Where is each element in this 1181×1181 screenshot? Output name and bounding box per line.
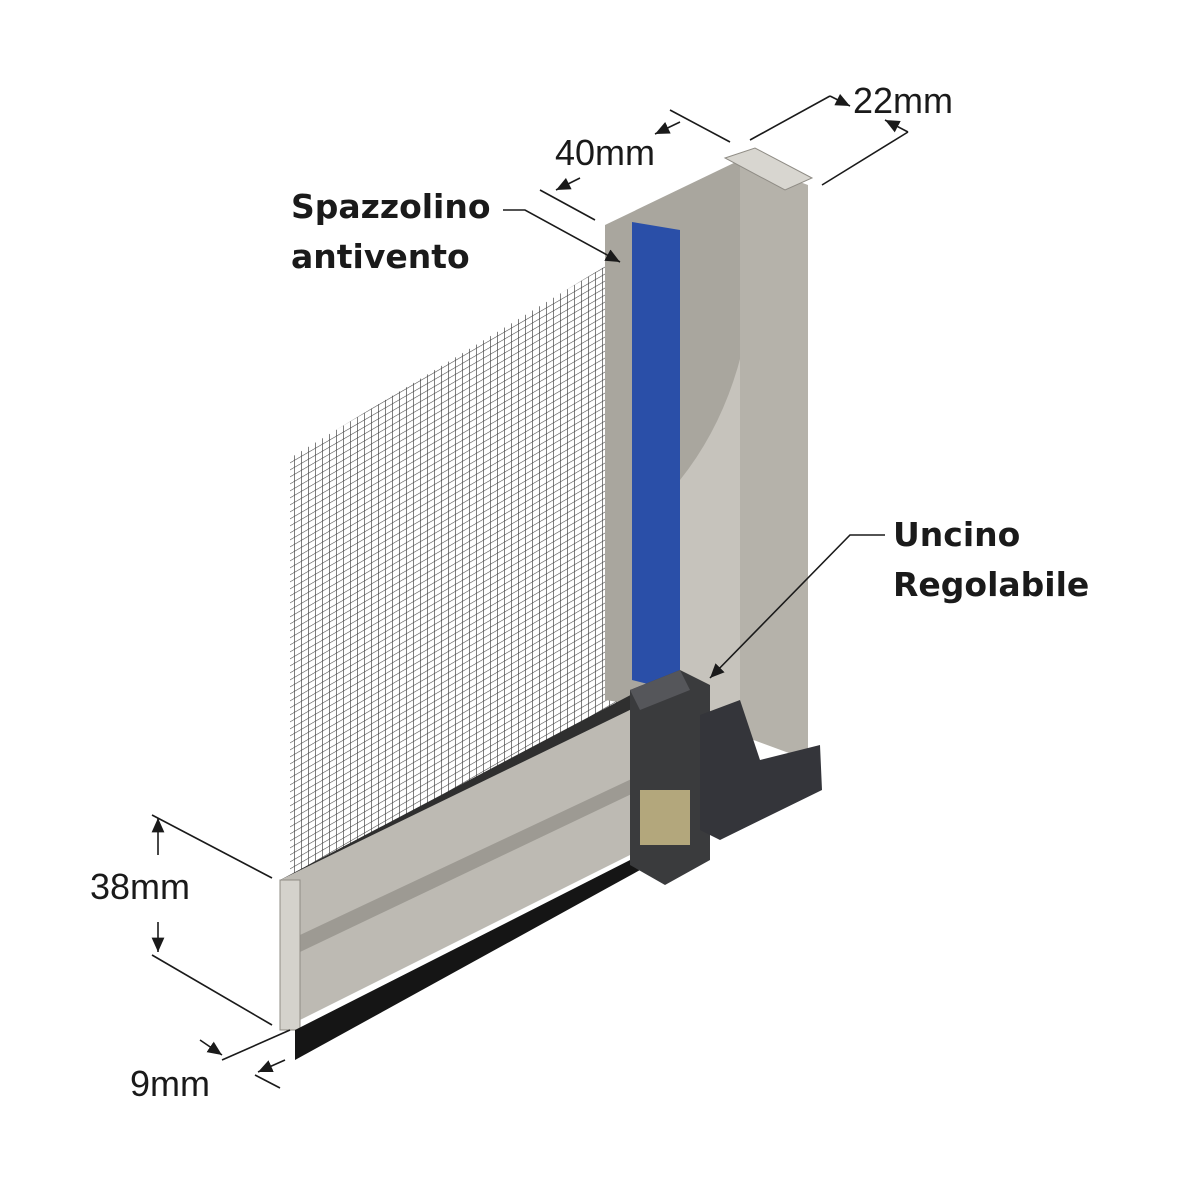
vertical-profile-side [680, 160, 756, 730]
brush-width-dimension-label: 9mm [130, 1063, 210, 1104]
vertical-profile-front [740, 160, 808, 760]
windproof-brush [632, 222, 680, 692]
vertical-profile-top [723, 147, 814, 191]
depth-dimension-label: 22mm [853, 80, 954, 121]
bottom-rail-groove [300, 775, 640, 952]
hook-callout-line1: Uncino [893, 515, 1021, 554]
brush-callout-line1: Spazzolino [291, 187, 491, 226]
rail-end-face [279, 879, 301, 1031]
bottom-brush [295, 855, 640, 1060]
brush-callout: Spazzolino antivento [291, 182, 491, 282]
dimension-lines [151, 93, 909, 1089]
brush-callout-line2: antivento [291, 237, 470, 276]
width-dimension-label: 40mm [555, 132, 656, 173]
adjustable-hook [630, 670, 822, 885]
insect-mesh [290, 245, 640, 880]
hook-callout: Uncino Regolabile [893, 510, 1089, 610]
rail-height-dimension-label: 38mm [90, 866, 191, 907]
hook-callout-line2: Regolabile [893, 565, 1090, 604]
